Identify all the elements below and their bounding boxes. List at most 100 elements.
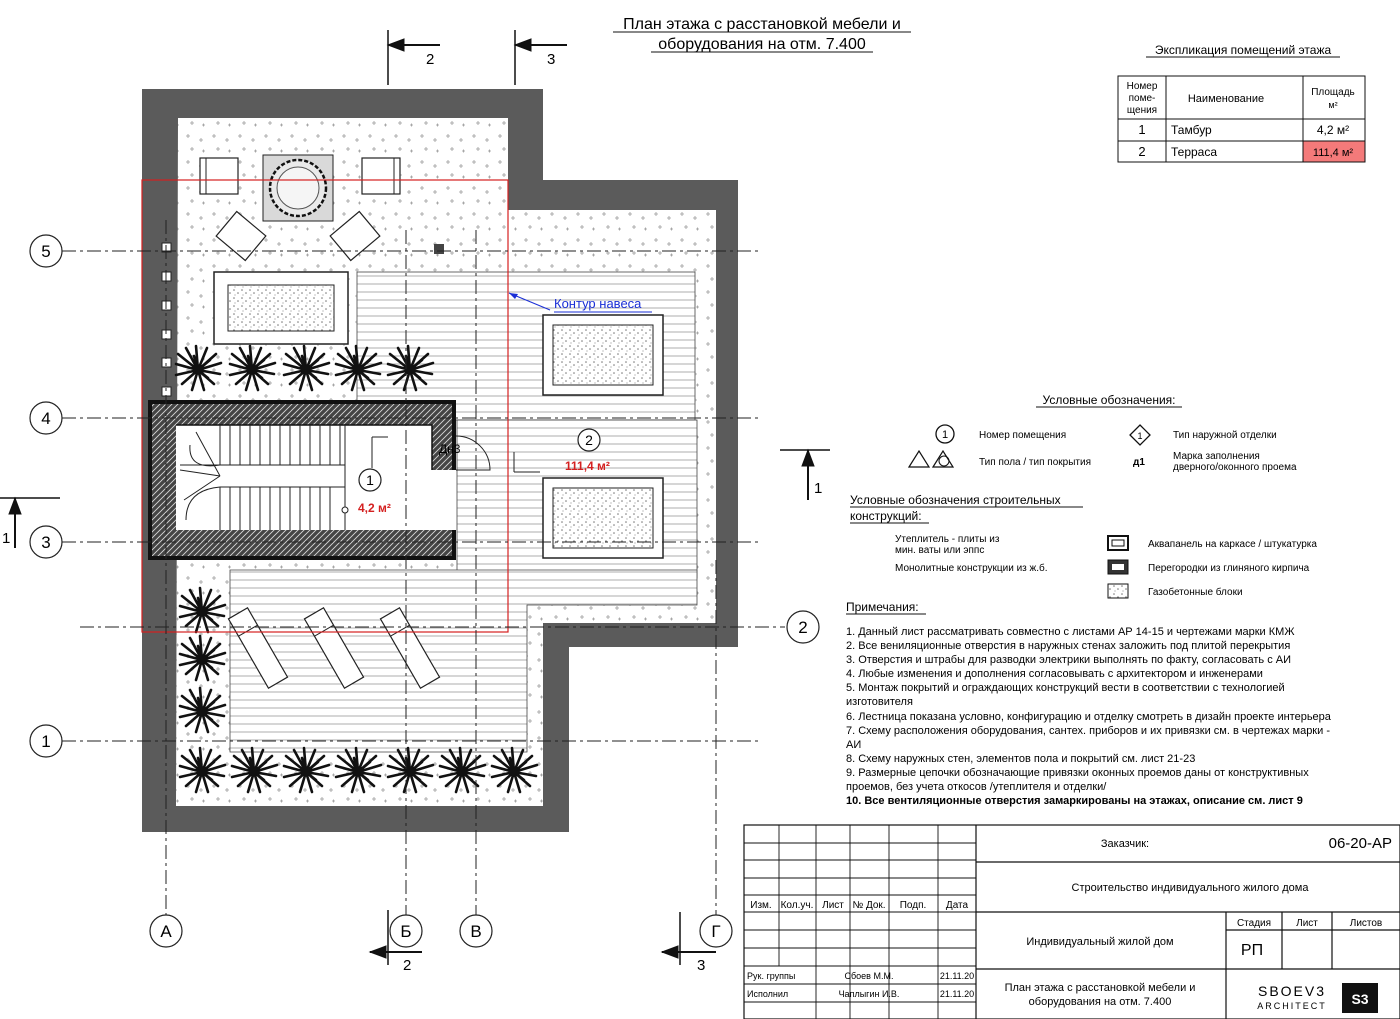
col-name: Наименование: [1188, 93, 1264, 105]
col-number-1: Номер: [1127, 81, 1158, 92]
stamp-date-2: 21.11.20: [940, 989, 974, 999]
logo-mark: [1342, 983, 1378, 1013]
stamp-sheet-title-2: оборудования на отм. 7.400: [1029, 996, 1172, 1008]
legend-partitions: Перегородки из глиняного кирпича: [1148, 563, 1310, 574]
struct-heading-1: Условные обозначения строительных: [850, 493, 1061, 507]
note-4: 4. Любые изменения и дополнения согласов…: [846, 668, 1263, 680]
logo-mark-text: S3: [1351, 991, 1368, 1007]
axis-a: А: [160, 922, 172, 941]
legend-monolithic: Монолитные конструкции из ж.б.: [895, 562, 1048, 574]
stamp-code: 06-20-АР: [1329, 835, 1392, 852]
stamp-name-2: Чаплыгин И.В.: [839, 989, 900, 999]
stamp-stage-header: Стадия: [1237, 918, 1271, 929]
note-3: 3. Отверстия и штрабы для разводки элект…: [846, 654, 1291, 666]
stamp-stage: РП: [1241, 942, 1263, 959]
notes: Примечания: 1. Данный лист рассматривать…: [846, 600, 1332, 807]
armchair: [215, 210, 267, 262]
notes-heading: Примечания:: [846, 600, 919, 614]
note-5: 5. Монтаж покрытий и ограждающих констру…: [846, 682, 1285, 694]
room-number-symbol: [935, 424, 955, 444]
legend-door-symbol: д1: [1133, 457, 1145, 468]
stamp-h-date: Дата: [946, 900, 969, 911]
section-2-top: 2: [426, 51, 434, 68]
room1-area: 4,2 м²: [358, 501, 391, 515]
stamp-h-kol: Кол.уч.: [781, 900, 814, 911]
legend-insulation-1: Утеплитель - плиты из: [895, 534, 1000, 545]
stamp-h-podp: Подп.: [900, 900, 927, 911]
col-number-3: щения: [1127, 105, 1157, 116]
svg-text:1: 1: [1137, 431, 1142, 441]
building-outline: Дн3 1 4,2 м² 2 111,4 м² Контур навеса: [141, 89, 738, 832]
row2-num: 2: [1138, 144, 1145, 159]
title-block: Изм. Кол.уч. Лист № Док. Подп. Дата Рук.…: [743, 824, 1400, 1019]
col-area-1: Площадь: [1311, 87, 1355, 98]
legend-door-text-1: Марка заполнения: [1173, 451, 1260, 462]
stamp-h-doc: № Док.: [852, 900, 885, 911]
stamp-name-1: Сбоев М.М.: [845, 971, 894, 981]
stamp-role-2: Исполнил: [747, 989, 788, 999]
section-3-top: 3: [547, 51, 555, 68]
section-3-bottom: 3: [697, 957, 705, 974]
stamp-object: Индивидуальный жилой дом: [1026, 936, 1173, 948]
stamp-h-list: Лист: [822, 900, 844, 911]
legend-floor-type: Тип пола / тип покрытия: [979, 457, 1091, 468]
note-8: 8. Схему наружных стен, элементов пола и…: [846, 753, 1195, 765]
logo-sub-text: ARCHITECT: [1257, 1001, 1327, 1011]
section-2-bottom: 2: [403, 957, 411, 974]
axis-3: 3: [41, 533, 50, 552]
area-highlight: [1303, 141, 1365, 162]
note-2: 2. Все вениляционные отверстия в наружны…: [846, 640, 1290, 652]
grid-axis-markers: 5 4 3 2 1 А Б В Г: [29, 234, 820, 948]
legend-aquapanel: Аквапанель на каркасе / штукатурка: [1148, 539, 1317, 550]
section-1-left: 1: [2, 530, 10, 547]
stamp-sheets-header: Листов: [1350, 918, 1383, 929]
room-number-marker: [358, 468, 382, 492]
stamp-role-1: Рук. группы: [747, 971, 795, 981]
room2-number: 2: [585, 432, 593, 448]
struct-heading-2: конструкций:: [850, 509, 922, 523]
row2-area: 111,4 м²: [1313, 147, 1354, 159]
aerated-symbol: [1107, 583, 1129, 599]
section-boundary: [141, 179, 509, 633]
row1-name: Тамбур: [1171, 123, 1212, 137]
legend-door-text-2: дверного/оконного проема: [1173, 462, 1297, 473]
note-9-cont: проемов, без учета откосов /утеплителя и…: [846, 781, 1107, 793]
axis-1: 1: [41, 732, 50, 751]
room-number-marker: [577, 428, 601, 452]
canopy-label: Контур навеса: [554, 296, 642, 311]
sheet-title: План этажа с расстановкой мебели и обору…: [613, 16, 911, 53]
note-5-cont: изготовителя: [846, 696, 913, 708]
title-line-1: План этажа с расстановкой мебели и: [623, 16, 901, 33]
col-area-2: м²: [1328, 100, 1337, 110]
grid-axes: [62, 220, 785, 915]
stamp-h-izm: Изм.: [750, 900, 771, 911]
note-10: 10. Все вентиляционные отверстия замарки…: [846, 795, 1303, 807]
title-line-2: оборудования на отм. 7.400: [658, 36, 866, 53]
note-9: 9. Размерные цепочки обозначающие привяз…: [846, 767, 1309, 779]
explication-heading: Экспликация помещений этажа: [1155, 43, 1332, 57]
row1-area: 4,2 м²: [1317, 123, 1349, 137]
stamp-sheet-title-1: План этажа с расстановкой мебели и: [1005, 982, 1196, 994]
armchair: [329, 210, 381, 262]
section-labels: 2 3 1 1 2 3: [2, 51, 822, 974]
stamp-customer-label: Заказчик:: [1101, 838, 1149, 850]
legend-insulation-2: мин. ваты или эппс: [895, 545, 984, 556]
section-markers: [0, 30, 830, 965]
note-1: 1. Данный лист рассматривать совместно с…: [846, 626, 1294, 638]
axis-b: Б: [400, 922, 411, 941]
axis-4: 4: [41, 409, 50, 428]
deck-lower: [229, 569, 698, 753]
svg-text:1: 1: [942, 429, 948, 441]
note-7-cont: АИ: [846, 739, 861, 751]
axis-v: В: [470, 922, 481, 941]
legend-room-number: Номер помещения: [979, 430, 1066, 441]
room2-area: 111,4 м²: [565, 459, 610, 473]
stair-core: Дн3 1 4,2 м²: [148, 400, 491, 560]
floor-type-symbol: [907, 449, 931, 468]
stamp-project: Строительство индивидуального жилого дом…: [1072, 882, 1310, 894]
legend: Условные обозначения: 1 Номер помещения …: [850, 393, 1317, 599]
door-mark: Дн3: [439, 442, 461, 456]
note-7: 7. Схему расположения оборудования, сант…: [846, 725, 1330, 737]
row1-num: 1: [1138, 122, 1145, 137]
